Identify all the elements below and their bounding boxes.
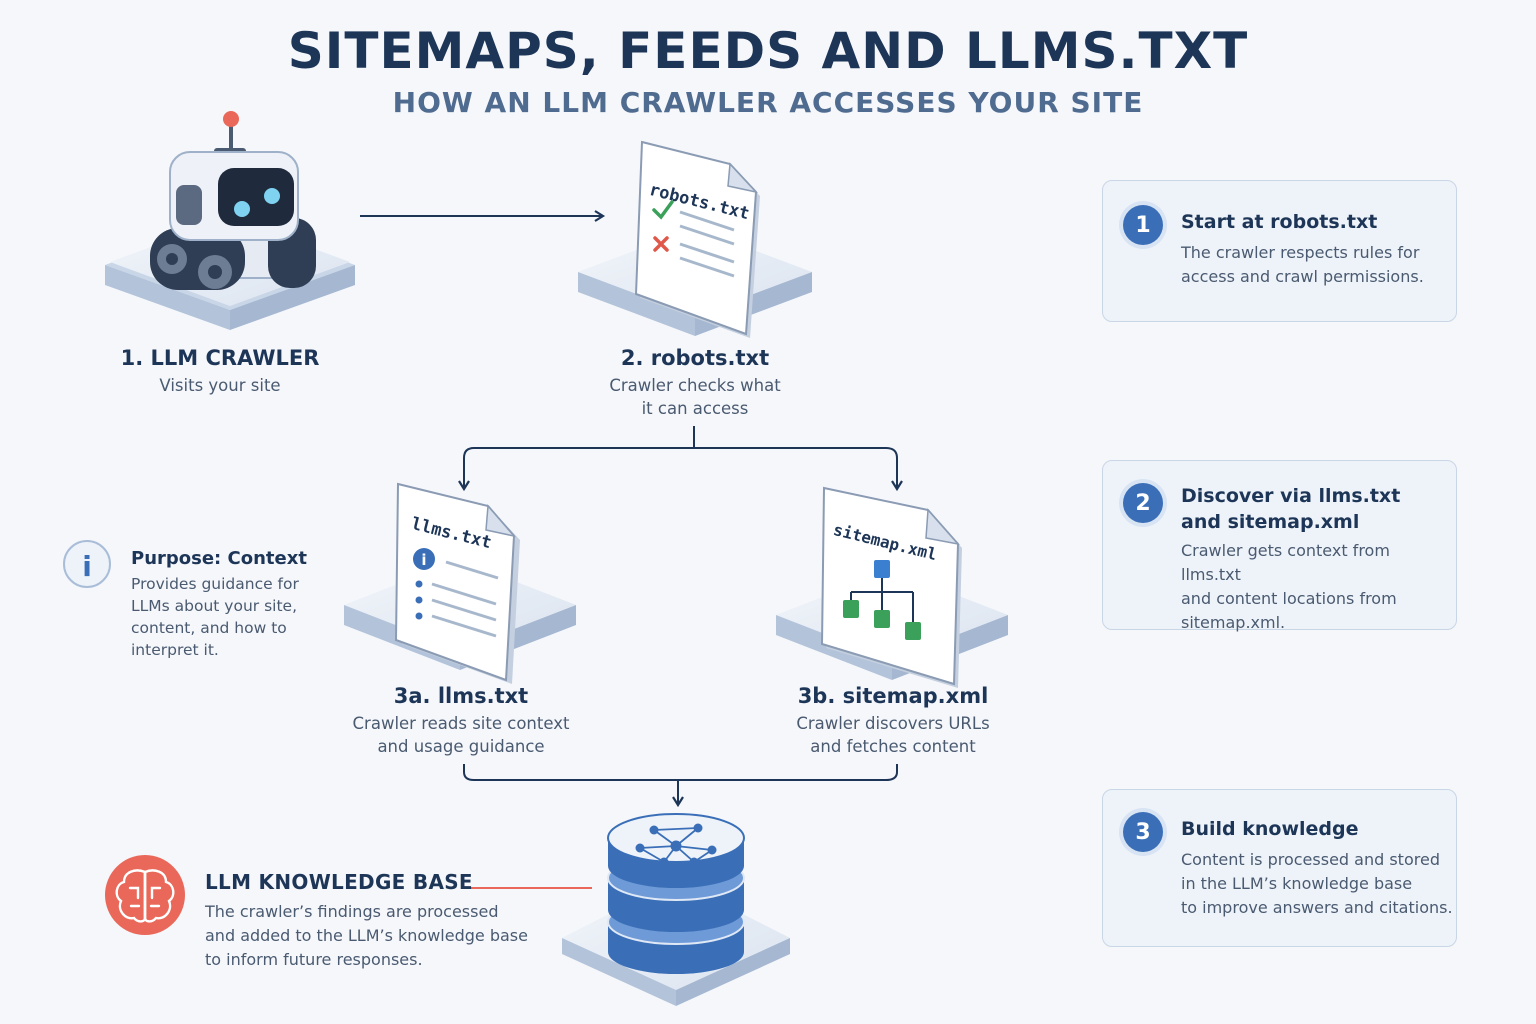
- checkmark-icon: [652, 200, 674, 220]
- robots-desc-line1: Crawler checks what: [609, 376, 781, 395]
- svg-text:i: i: [82, 550, 92, 583]
- step-badge-3: 3: [1123, 812, 1163, 852]
- purpose-line3: content, and how to: [131, 619, 287, 637]
- step-2-line1: Crawler gets context from llms.txt: [1181, 541, 1390, 584]
- step-badge-2: 2: [1123, 483, 1163, 523]
- kb-line2: and added to the LLM’s knowledge base: [205, 926, 528, 945]
- purpose-info-icon: i: [63, 540, 111, 588]
- step-1-line2: access and crawl permissions.: [1181, 267, 1424, 286]
- step-3-title: Build knowledge: [1181, 818, 1359, 840]
- step-1-title: Start at robots.txt: [1181, 211, 1378, 233]
- crawler-title: 1. LLM CRAWLER: [120, 346, 320, 370]
- robot-icon: [150, 111, 316, 290]
- purpose-title: Purpose: Context: [131, 548, 307, 569]
- step-3-line3: to improve answers and citations.: [1181, 898, 1453, 917]
- sitemap-node-label: 3b. sitemap.xml Crawler discovers URLs a…: [752, 684, 1034, 758]
- step-2-title-line1: Discover via llms.txt: [1181, 485, 1401, 507]
- info-icon: [413, 548, 435, 570]
- step-badge-1: 1: [1123, 205, 1163, 245]
- page-title: SITEMAPS, FEEDS AND LLMS.TXT: [287, 22, 1249, 80]
- llms-desc-line1: Crawler reads site context: [352, 714, 570, 733]
- kb-line1: The crawler’s findings are processed: [205, 902, 499, 921]
- kb-title: LLM KNOWLEDGE BASE: [205, 870, 473, 894]
- purpose-line1: Provides guidance for: [131, 575, 299, 593]
- step-3-line1: Content is processed and stored: [1181, 850, 1440, 869]
- llms-node-label: 3a. llms.txt Crawler reads site context …: [320, 684, 602, 758]
- database-icon: [607, 813, 745, 974]
- sitemap-tree-icon: [843, 560, 921, 640]
- sitemap-document-icon: [820, 486, 962, 688]
- llms-document-icon: i: [394, 482, 520, 684]
- step-2-line3: sitemap.xml.: [1181, 613, 1286, 632]
- step-2-title-line2: and sitemap.xml: [1181, 511, 1360, 533]
- purpose-line4: interpret it.: [131, 641, 219, 659]
- llms-title: 3a. llms.txt: [393, 684, 529, 708]
- llms-desc-line2: and usage guidance: [377, 737, 545, 756]
- branch-connector: [458, 426, 903, 492]
- robots-desc-line2: it can access: [641, 399, 749, 418]
- svg-text:i: i: [421, 551, 426, 569]
- robots-node-label: 2. robots.txt Crawler checks what it can…: [560, 346, 830, 420]
- brain-icon: [105, 855, 185, 935]
- step-1-line1: The crawler respects rules for: [1181, 243, 1420, 262]
- robots-title: 2. robots.txt: [620, 346, 770, 370]
- step-card-2: 2 Discover via llms.txt and sitemap.xml …: [1102, 460, 1457, 632]
- sitemap-desc-line2: and fetches content: [810, 737, 976, 756]
- robots-document-icon: [634, 140, 760, 338]
- crawler-node-label: 1. LLM CRAWLER Visits your site: [100, 346, 340, 397]
- step-card-3: 3 Build knowledge Content is processed a…: [1102, 789, 1457, 947]
- cross-icon: [653, 236, 669, 252]
- knowledge-base-note: LLM KNOWLEDGE BASE The crawler’s finding…: [205, 870, 545, 972]
- step-card-1: 1 Start at robots.txt The crawler respec…: [1102, 180, 1457, 322]
- sitemap-desc-line1: Crawler discovers URLs: [796, 714, 990, 733]
- step-3-line2: in the LLM’s knowledge base: [1181, 874, 1413, 893]
- crawler-desc: Visits your site: [159, 376, 281, 395]
- page-subtitle: HOW AN LLM CRAWLER ACCESSES YOUR SITE: [392, 86, 1144, 119]
- purpose-note: Purpose: Context Provides guidance for L…: [131, 548, 331, 661]
- merge-connector: [463, 764, 898, 808]
- kb-line3: to inform future responses.: [205, 950, 423, 969]
- purpose-line2: LLMs about your site,: [131, 597, 297, 615]
- sitemap-title: 3b. sitemap.xml: [797, 684, 989, 708]
- step-2-line2: and content locations from: [1181, 589, 1397, 608]
